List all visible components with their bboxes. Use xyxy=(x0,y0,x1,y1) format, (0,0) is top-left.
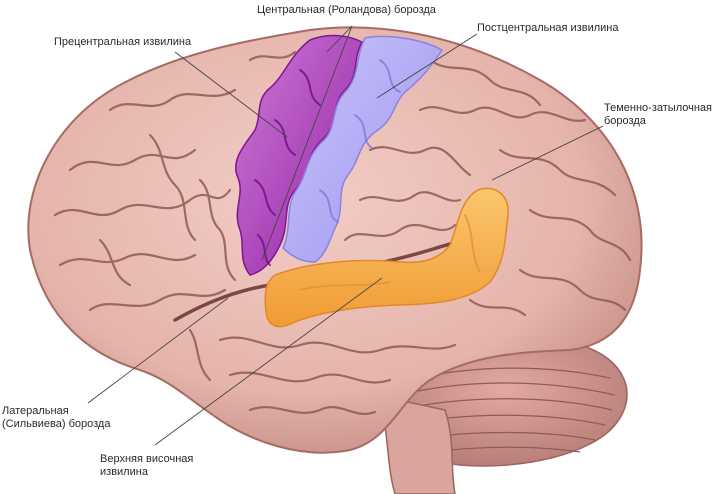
superior-temporal-line-1: Верхняя височная xyxy=(100,453,194,465)
lateral-sulcus-line-2: (Сильвиева) борозда xyxy=(2,418,111,430)
cerebrum xyxy=(27,26,643,454)
sulci xyxy=(53,50,632,415)
central-sulcus-text: Центральная (Роландова) борозда xyxy=(257,4,436,16)
parieto-occipital-line-1: Теменно-затылочная xyxy=(604,102,712,114)
precentral-gyrus-text: Прецентральная извилина xyxy=(54,36,192,48)
superior-temporal-line-2: извилина xyxy=(100,466,148,478)
leader-lines xyxy=(87,25,604,446)
label-lateral-sulcus: Латеральная (Сильвиева) борозда xyxy=(2,405,110,431)
label-postcentral-gyrus: Постцентральная извилина xyxy=(477,22,619,35)
postcentral-gyrus-text: Постцентральная извилина xyxy=(477,22,619,34)
label-precentral-gyrus: Прецентральная извилина xyxy=(54,36,191,49)
label-superior-temporal-gyrus: Верхняя височная извилина xyxy=(100,453,193,479)
parieto-occipital-line-2: борозда xyxy=(604,115,646,127)
label-central-sulcus: Центральная (Роландова) борозда xyxy=(257,4,436,17)
postcentral-gyrus-region xyxy=(282,35,444,263)
lateral-sulcus-line-1: Латеральная xyxy=(2,405,69,417)
superior-temporal-gyrus-region xyxy=(264,187,509,328)
label-parieto-occipital-sulcus: Теменно-затылочная борозда xyxy=(604,102,712,128)
